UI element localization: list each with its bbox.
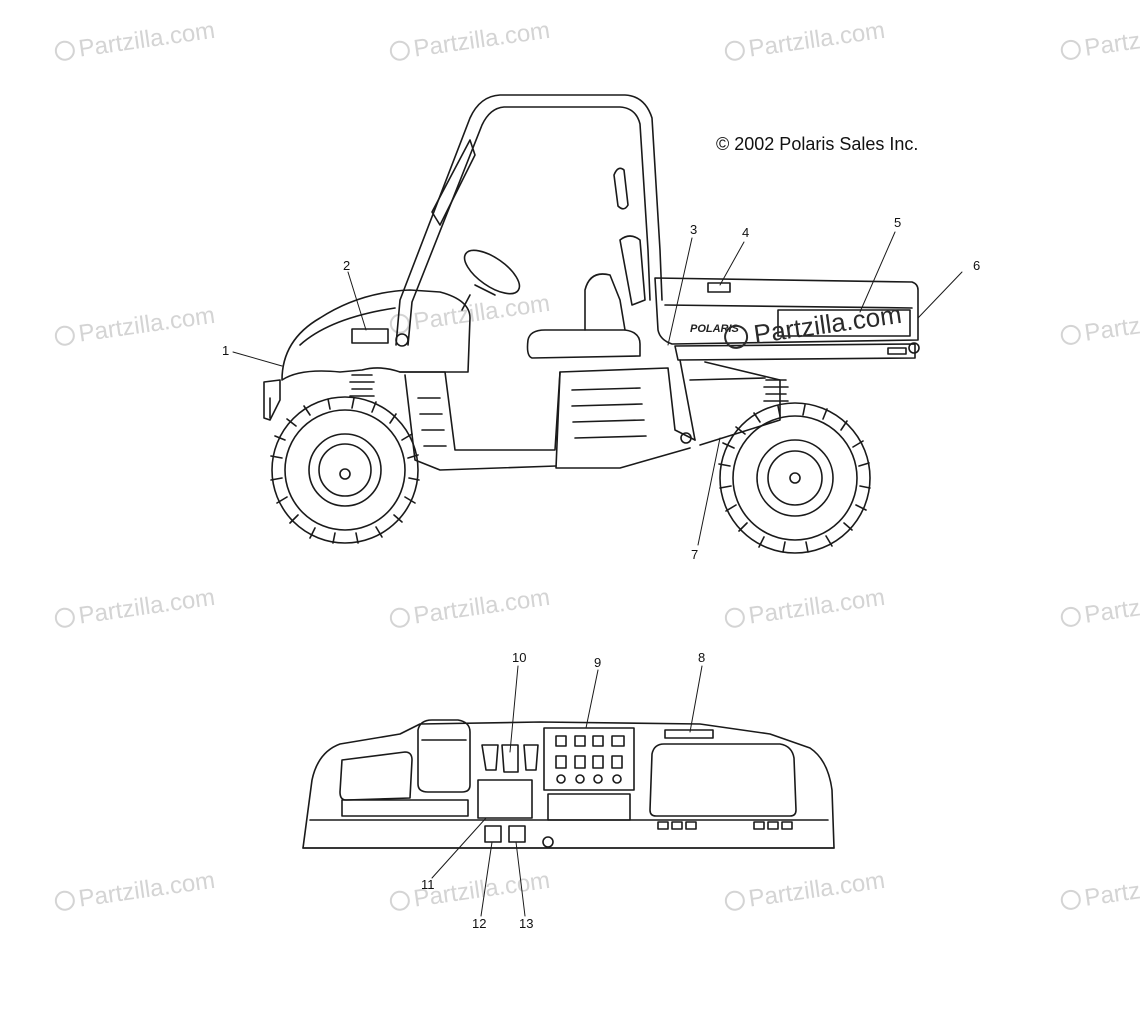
front-wheel [270, 396, 420, 544]
watermark-layer: Partzilla.com Partzilla.com Partzilla.co… [54, 16, 1140, 913]
rear-shock [763, 379, 789, 402]
callout-9: 9 [594, 655, 601, 670]
callout-1: 1 [222, 343, 229, 358]
watermark: Partzilla.com [1083, 866, 1140, 912]
watermark: Partzilla.com [412, 584, 552, 630]
watermark: Partzilla.com [412, 290, 552, 336]
callout-13: 13 [519, 916, 533, 931]
watermark: Partzilla.com [1083, 583, 1140, 629]
callout-3: 3 [690, 222, 697, 237]
callout-7: 7 [691, 547, 698, 562]
callout-11: 11 [421, 877, 435, 892]
watermark: Partzilla.com [1083, 301, 1140, 347]
watermark: Partzilla.com [747, 17, 887, 63]
callout-4: 4 [742, 225, 749, 240]
watermark: Partzilla.com [77, 584, 217, 630]
callout-2: 2 [343, 258, 350, 273]
callout-12: 12 [472, 916, 486, 931]
watermark: Partzilla.com [77, 867, 217, 913]
watermark: Partzilla.com [77, 302, 217, 348]
seat [526, 235, 646, 359]
watermark: Partzilla.com [412, 17, 552, 63]
callout-6: 6 [973, 258, 980, 273]
dash-center-console [542, 727, 635, 848]
front-body [263, 289, 471, 421]
callout-labels: 1 2 3 4 5 6 7 8 9 10 11 12 13 [222, 215, 980, 931]
steering-wheel [461, 249, 521, 311]
dashboard-view [302, 665, 835, 917]
watermark: Partzilla.com [1083, 16, 1140, 62]
dash-left-panel [339, 719, 471, 817]
callout-10: 10 [512, 650, 526, 665]
watermark: Partzilla.com [747, 867, 887, 913]
lower-body [399, 367, 696, 471]
dash-switch-panel [477, 744, 539, 843]
watermark: Partzilla.com [747, 584, 887, 630]
front-shock [349, 374, 375, 397]
callout-leaders [232, 231, 963, 546]
cargo-bed: POLARIS [654, 277, 920, 446]
rear-wheel [718, 402, 871, 554]
dash-glovebox [649, 729, 797, 830]
polaris-decal: POLARIS [690, 323, 740, 335]
callout-5: 5 [894, 215, 901, 230]
watermark: Partzilla.com [77, 17, 217, 63]
dash-callout-leaders [431, 665, 703, 917]
callout-8: 8 [698, 650, 705, 665]
roll-cage [395, 94, 663, 346]
copyright-text: © 2002 Polaris Sales Inc. [716, 134, 918, 154]
vehicle-side-view: POLARIS [232, 94, 963, 554]
